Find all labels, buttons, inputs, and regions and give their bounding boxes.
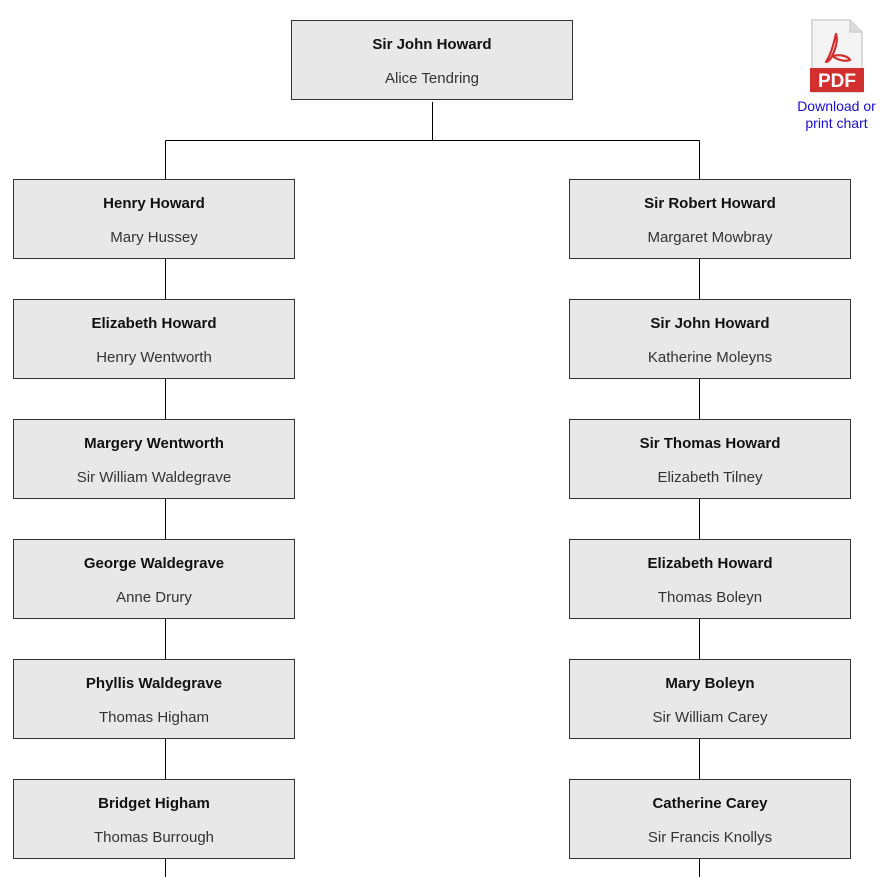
person-node-right-2[interactable]: Sir John Howard Katherine Moleyns — [569, 299, 851, 379]
person-name: George Waldegrave — [83, 555, 225, 572]
spouse-name: Anne Drury — [116, 589, 192, 606]
spouse-name: Thomas Higham — [98, 709, 210, 726]
person-name: Catherine Carey — [652, 795, 768, 812]
person-node-left-5[interactable]: Phyllis Waldegrave Thomas Higham — [13, 659, 295, 739]
person-node-right-1[interactable]: Sir Robert Howard Margaret Mowbray — [569, 179, 851, 259]
person-node-right-4[interactable]: Elizabeth Howard Thomas Boleyn — [569, 539, 851, 619]
spouse-name: Henry Wentworth — [96, 349, 212, 366]
person-name: Sir Thomas Howard — [639, 435, 781, 452]
spouse-name: Sir Francis Knollys — [647, 829, 773, 846]
person-name: Bridget Higham — [98, 795, 210, 812]
spouse-name: Alice Tendring — [385, 70, 479, 87]
spouse-name: Thomas Boleyn — [657, 589, 763, 606]
download-label-line1: Download or — [797, 98, 876, 114]
person-name: Margery Wentworth — [84, 435, 224, 452]
pdf-icon-label: PDF — [818, 71, 856, 92]
person-name: Elizabeth Howard — [647, 555, 773, 572]
download-pdf-link[interactable]: PDF Download or print chart — [790, 18, 883, 132]
spouse-name: Thomas Burrough — [93, 829, 215, 846]
person-node-left-3[interactable]: Margery Wentworth Sir William Waldegrave — [13, 419, 295, 499]
person-node-left-2[interactable]: Elizabeth Howard Henry Wentworth — [13, 299, 295, 379]
person-name: Sir John Howard — [372, 36, 492, 53]
spouse-name: Sir William Carey — [652, 709, 768, 726]
pdf-file-icon: PDF — [809, 19, 864, 93]
person-node-right-3[interactable]: Sir Thomas Howard Elizabeth Tilney — [569, 419, 851, 499]
person-name: Phyllis Waldegrave — [85, 675, 223, 692]
person-name: Henry Howard — [103, 195, 205, 212]
person-node-left-1[interactable]: Henry Howard Mary Hussey — [13, 179, 295, 259]
person-node-left-4[interactable]: George Waldegrave Anne Drury — [13, 539, 295, 619]
person-node-right-5[interactable]: Mary Boleyn Sir William Carey — [569, 659, 851, 739]
person-name: Elizabeth Howard — [91, 315, 217, 332]
person-node-left-6[interactable]: Bridget Higham Thomas Burrough — [13, 779, 295, 859]
spouse-name: Margaret Mowbray — [647, 229, 773, 246]
spouse-name: Mary Hussey — [110, 229, 198, 246]
spouse-name: Sir William Waldegrave — [76, 469, 232, 486]
person-name: Sir Robert Howard — [644, 195, 776, 212]
spouse-name: Katherine Moleyns — [647, 349, 773, 366]
person-node-root[interactable]: Sir John Howard Alice Tendring — [291, 20, 573, 100]
person-node-right-6[interactable]: Catherine Carey Sir Francis Knollys — [569, 779, 851, 859]
spouse-name: Elizabeth Tilney — [657, 469, 763, 486]
person-name: Mary Boleyn — [665, 675, 755, 692]
download-label-line2: print chart — [805, 115, 868, 131]
person-name: Sir John Howard — [650, 315, 770, 332]
